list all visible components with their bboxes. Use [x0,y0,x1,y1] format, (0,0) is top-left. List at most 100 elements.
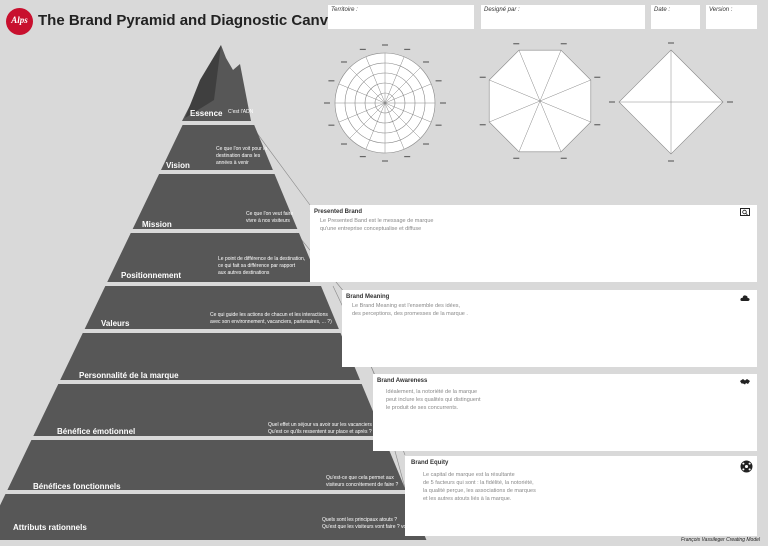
level-vision-label: Vision [166,161,190,170]
brand-awareness-panel[interactable]: Brand Awareness Idéalement, la notoriété… [373,374,757,451]
radar-axis-label-mark [594,76,601,78]
cloud-icon [740,295,750,301]
level-attributs-rationnels-desc: Quels sont les principaux atouts ? Qu'es… [322,517,413,530]
radar-axis [384,67,421,104]
radar-axis-label-mark [479,124,486,126]
level-positionnement-band [107,233,320,282]
radar-axis-label-mark [435,124,442,126]
brand-awareness-title: Brand Awareness [377,378,428,384]
radar-axis-label-mark [560,157,567,159]
radar-axis [349,102,386,139]
level-mission-desc: Ce que l'on veut faire vivre à nos visit… [246,211,294,224]
designe-par-field[interactable]: Designé par : [481,5,645,29]
level-valeurs-desc: Ce qui guide les actions de chacun et le… [210,312,332,325]
brand-meaning-panel[interactable]: Brand Meaning Le Brand Meaning est l'ens… [342,290,757,367]
version-field[interactable]: Version : [706,5,757,29]
level-vision-band [161,125,273,170]
radar-axis-label-mark [668,160,674,162]
brand-meaning-text: Le Brand Meaning est l'ensemble des idée… [352,303,468,317]
network-icon [740,460,753,473]
radar-axis-label-mark [404,155,411,158]
radar-axis [489,100,541,123]
level-attributs-rationnels-label: Attributs rationnels [13,523,87,532]
level-personnalite-label: Personnalité de la marque [79,371,179,380]
date-label: Date : [654,7,671,13]
diagnostic-radar-charts [324,42,733,162]
radar-axis-label-mark [668,42,674,44]
level-attributs-rationnels-band [0,494,427,540]
radar-axis [518,100,541,152]
brand-equity-title: Brand Equity [411,460,449,466]
radar-axis [384,83,432,104]
radar-axis [518,50,541,102]
radar-axis-label-mark [435,80,442,82]
level-vision-desc: Ce que l'on voit pour la destination dan… [216,146,267,166]
level-personnalite-band [60,333,361,380]
designe-par-label: Designé par : [484,7,520,13]
radar-axis [365,56,386,104]
radar-axis [384,56,405,104]
radar-axis-label-mark [513,43,520,45]
level-benefices-fonctionnels-desc: Qu'est-ce que cela permet aux visiteurs … [326,475,399,488]
radar-axis-label-mark [609,101,615,103]
radar-axis-label-mark [359,48,366,51]
radar-chart-3 [609,42,733,162]
radar-axis [539,79,591,102]
presented-brand-title: Presented Brand [314,209,363,215]
level-positionnement-label: Positionnement [121,271,182,280]
radar-axis-label-mark [594,124,601,126]
level-mission-band [132,174,298,229]
alps-logo: Alps [6,8,33,35]
radar-axis [384,102,405,150]
radar-axis [338,102,386,123]
radar-axis [539,50,562,102]
radar-axis-label-mark [328,80,335,82]
radar-axis [489,79,541,102]
radar-chart-1 [324,44,446,162]
radar-axis [365,102,386,150]
radar-axis-label-mark [560,43,567,45]
radar-axis [384,102,421,139]
guide-line [250,124,311,206]
brand-equity-text: Le capital de marque est la résultante d… [423,472,536,502]
page-title: The Brand Pyramid and Diagnostic Canvas [38,12,345,29]
level-mission-label: Mission [142,220,172,229]
brand-equity-panel[interactable]: Brand Equity Le capital de marque est la… [405,456,757,536]
radar-chart-2 [479,43,601,159]
mountain-shade [185,45,221,118]
brand-meaning-title: Brand Meaning [346,294,390,300]
radar-axis-label-mark [479,76,486,78]
radar-axis-label-mark [340,143,347,145]
level-benefices-fonctionnels-label: Bénéfices fonctionnels [33,482,121,491]
radar-axis-label-mark [328,124,335,126]
presented-brand-text: Le Presented Band est le message de marq… [320,218,434,232]
radar-axis [539,100,562,152]
brand-pyramid [0,45,427,540]
version-label: Version : [709,7,733,13]
radar-axis [349,67,386,104]
date-field[interactable]: Date : [651,5,700,29]
radar-axis-label-mark [340,61,347,63]
level-benefice-emotionnel-label: Bénéfice émotionnel [57,427,136,436]
handshake-icon [740,379,750,385]
presented-brand-panel[interactable]: Presented Brand Le Presented Band est le… [310,205,757,282]
level-positionnement-desc: Le point de différence de la destination… [218,256,306,276]
level-valeurs-band [84,286,339,329]
radar-axis-label-mark [359,155,366,158]
radar-axis [539,100,591,123]
radar-axis-label-mark [513,157,520,159]
radar-axis [338,83,386,104]
level-benefice-emotionnel-desc: Quel effet un séjour va avoir sur les va… [268,422,376,435]
radar-axis-label-mark [324,102,330,104]
level-benefices-fonctionnels-band [7,440,406,490]
brand-awareness-text: Idéalement, la notoriété de la marque pe… [386,389,481,411]
level-valeurs-label: Valeurs [101,319,130,328]
level-essence-desc: C'est l'ADN [228,109,254,115]
territoire-field[interactable]: Territoire : [328,5,474,29]
level-benefice-emotionnel-band [33,384,384,436]
radar-axis-label-mark [440,102,446,104]
radar-axis-label-mark [727,101,733,103]
radar-axis-label-mark [423,61,430,63]
radar-axis-label-mark [404,48,411,51]
